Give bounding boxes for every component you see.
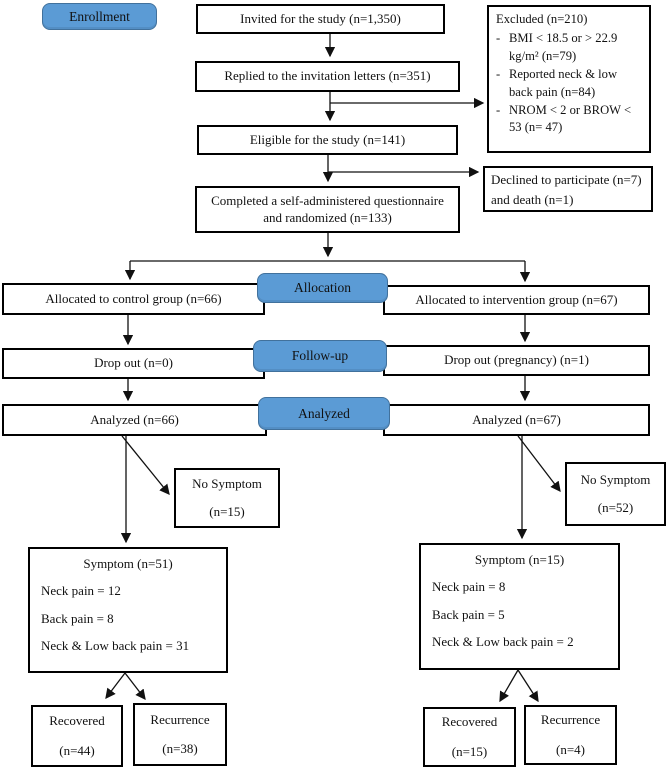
recovered-count: (n=15) (451, 743, 488, 759)
excluded-item: - BMI < 18.5 or > 22.9 kg/m² (n=79) (496, 30, 643, 65)
dropout-control-box: Drop out (n=0) (2, 348, 265, 379)
allocated-control-box: Allocated to control group (n=66) (2, 283, 265, 315)
stage-badge-enrollment: Enrollment (42, 3, 157, 30)
arrow-intervention-recovered (499, 669, 519, 703)
symptom-line: Neck pain = 12 (41, 583, 121, 599)
invited-box: Invited for the study (n=1,350) (196, 4, 445, 34)
arrow-intervention-recurrence (517, 669, 539, 703)
analyzed-intervention-box: Analyzed (n=67) (383, 404, 650, 436)
recurrence-count: (n=38) (162, 741, 198, 756)
analyzed-control-box: Analyzed (n=66) (2, 404, 267, 436)
no-symptom-count: (n=15) (209, 503, 245, 519)
excluded-item-text: Reported neck & low back pain (n=84) (509, 67, 618, 99)
excluded-item: - NROM < 2 or BROW < 53 (n= 47) (496, 102, 643, 137)
symptom-line: Neck pain = 8 (432, 579, 506, 595)
recovered-control-box: Recovered (n=44) (31, 705, 123, 767)
recovered-label: Recovered (441, 714, 498, 730)
recurrence-control-box: Recurrence (n=38) (133, 703, 227, 766)
recovered-label: Recovered (49, 713, 105, 729)
symptom-line: Back pain = 5 (432, 606, 505, 622)
bullet-dash: - (496, 102, 501, 117)
recurrence-intervention-box: Recurrence (n=4) (524, 705, 617, 765)
arrow-control-recovered (105, 672, 126, 700)
no-symptom-label: No Symptom (580, 472, 651, 488)
symptom-title: Symptom (n=15) (474, 552, 565, 567)
recurrence-count: (n=4) (556, 741, 585, 757)
allocated-intervention-box: Allocated to intervention group (n=67) (383, 285, 650, 315)
arrow-control-recurrence (124, 672, 146, 701)
declined-box: Declined to participate (n=7) and death … (483, 166, 653, 212)
stage-badge-analyzed: Analyzed (258, 397, 390, 430)
no-symptom-intervention-box: No Symptom (n=52) (565, 462, 666, 526)
symptom-title: Symptom (n=51) (83, 556, 173, 571)
recovered-count: (n=44) (59, 742, 95, 758)
arrow-intervention-no-symptom (517, 435, 561, 493)
symptom-control-box: Symptom (n=51) Neck pain = 12 Back pain … (28, 547, 228, 673)
excluded-title: Excluded (n=210) (496, 12, 588, 26)
symptom-line: Neck & Low back pain = 31 (41, 637, 190, 653)
replied-box: Replied to the invitation letters (n=351… (195, 61, 460, 92)
excluded-item-text: BMI < 18.5 or > 22.9 kg/m² (n=79) (509, 31, 618, 63)
no-symptom-control-box: No Symptom (n=15) (174, 468, 280, 528)
symptom-intervention-box: Symptom (n=15) Neck pain = 8 Back pain =… (419, 543, 620, 670)
dropout-intervention-box: Drop out (pregnancy) (n=1) (383, 345, 650, 376)
bullet-dash: - (496, 31, 501, 46)
symptom-line: Back pain = 8 (41, 610, 114, 626)
arrow-control-no-symptom (121, 435, 170, 496)
excluded-item: - Reported neck & low back pain (n=84) (496, 66, 643, 101)
no-symptom-label: No Symptom (192, 476, 262, 492)
stage-badge-allocation: Allocation (257, 273, 388, 303)
no-symptom-count: (n=52) (597, 499, 634, 515)
recurrence-label: Recurrence (150, 711, 210, 727)
stage-badge-followup: Follow-up (253, 340, 387, 372)
recovered-intervention-box: Recovered (n=15) (423, 707, 516, 767)
excluded-box: Excluded (n=210) - BMI < 18.5 or > 22.9 … (487, 5, 651, 153)
recurrence-label: Recurrence (540, 712, 601, 728)
completed-box: Completed a self-administered questionna… (195, 186, 460, 233)
excluded-item-text: NROM < 2 or BROW < 53 (n= 47) (509, 102, 632, 135)
symptom-line: Neck & Low back pain = 2 (432, 633, 574, 649)
eligible-box: Eligible for the study (n=141) (197, 125, 458, 155)
bullet-dash: - (496, 67, 501, 82)
